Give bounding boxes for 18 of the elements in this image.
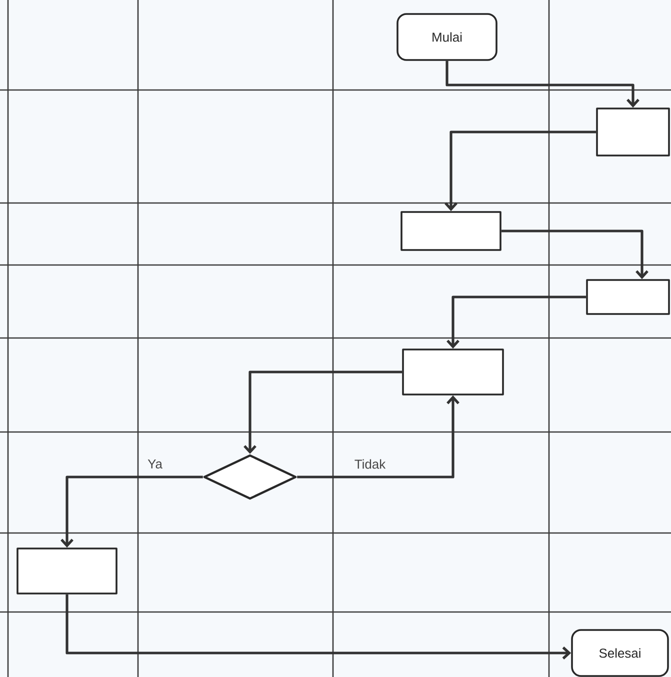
- edge-label: Tidak: [353, 458, 387, 470]
- process-box: [16, 548, 118, 594]
- terminal-box: Selesai: [571, 629, 669, 677]
- edge-label: Ya: [146, 458, 164, 470]
- arrow: [444, 130, 596, 212]
- arrow: [446, 296, 586, 349]
- process-box: [400, 211, 502, 251]
- arrow: [297, 395, 460, 478]
- process-box: [596, 108, 670, 156]
- decision-diamond: [203, 454, 297, 500]
- arrow: [244, 370, 402, 454]
- process-box: [586, 279, 670, 315]
- arrow: [60, 476, 203, 548]
- arrow: [501, 230, 648, 280]
- process-box: [402, 348, 504, 396]
- arrow: [66, 594, 572, 660]
- terminal-box: Mulai: [396, 13, 498, 61]
- arrow: [446, 60, 640, 108]
